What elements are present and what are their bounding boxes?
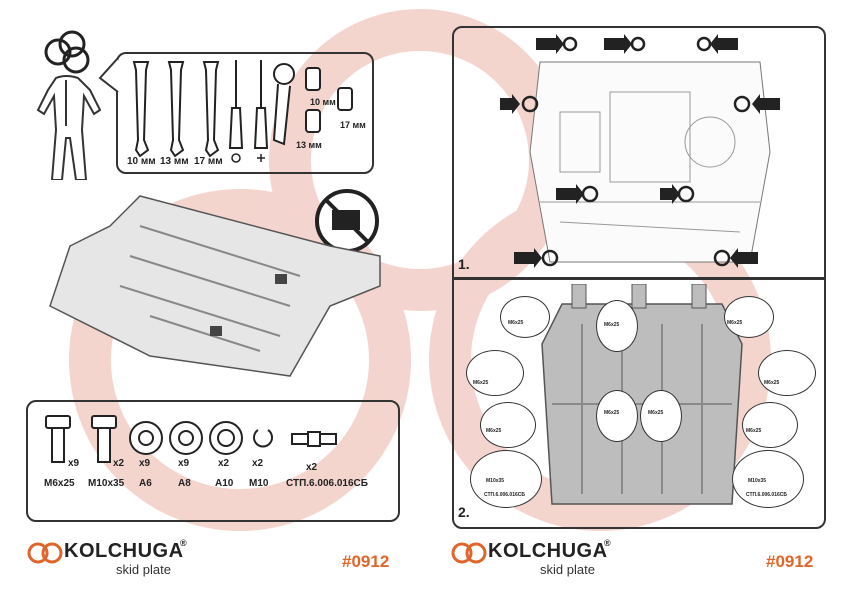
hw-name-bracket: СТП.6.006.016СБ [286, 478, 368, 489]
bubble-top-center [596, 300, 638, 352]
hw-qty-m10: x2 [113, 458, 125, 469]
hw-qty-bracket: x2 [306, 462, 318, 473]
tools-callout-pointer [98, 58, 119, 93]
hw-name-m6: M6x25 [44, 478, 75, 489]
bubble-top-right [724, 296, 774, 338]
bubble-center-2 [640, 390, 682, 442]
hw-name-a6: A6 [139, 478, 152, 489]
bubble-mid-left [466, 350, 524, 396]
hw-name-a10: A10 [215, 478, 234, 489]
bubble-m10-right: M10x35 [748, 478, 767, 484]
hardware-icons [45, 415, 337, 463]
bubble-m6-1: M6x25 [508, 320, 524, 326]
wrench-label-1: 10 мм [127, 156, 156, 167]
bubble-m6-6: M6x25 [604, 410, 620, 416]
bubble-top-left [500, 296, 550, 338]
hw-qty-a8: x9 [178, 458, 190, 469]
step-number-1: 1. [458, 256, 470, 272]
screwdriver-icons [228, 60, 269, 163]
brand-reg-left: ® [180, 538, 187, 548]
hw-qty-nut: x2 [252, 458, 264, 469]
product-code-left: #0912 [342, 552, 390, 571]
step1-panel [452, 26, 826, 280]
hw-name-a8: A8 [178, 478, 191, 489]
kolchuga-logo-icon [27, 542, 63, 564]
bubble-m10-left: M10x35 [486, 478, 505, 484]
wrench-icons [132, 61, 220, 158]
hw-name-m10: M10x35 [88, 478, 125, 489]
kolchuga-logo-icon-right [451, 542, 487, 564]
bubble-m6-4: M6x25 [473, 380, 489, 386]
bubble-bracket-left: СТП.6.006.016СБ [484, 492, 525, 498]
wrench-label-2: 13 мм [160, 156, 189, 167]
wrench-label-3: 17 мм [194, 156, 223, 167]
bubble-low-left [480, 402, 536, 448]
bubble-m6-9: M6x25 [746, 428, 762, 434]
bubble-bottom-left [470, 450, 542, 508]
brand-sub-left: skid plate [116, 562, 171, 577]
bubble-center-1 [596, 390, 638, 442]
bubble-low-right [742, 402, 798, 448]
socket-icons [272, 63, 353, 146]
bubble-mid-right [758, 350, 816, 396]
hw-qty-a6: x9 [139, 458, 151, 469]
brand-reg-right: ® [604, 538, 611, 548]
product-code-right: #0912 [766, 552, 814, 571]
tools-panel [116, 52, 374, 174]
socket-label-17: 17 мм [340, 120, 366, 130]
bubble-m6-7: M6x25 [648, 410, 664, 416]
brand-sub-right: skid plate [540, 562, 595, 577]
skid-plate-drawing [49, 195, 381, 377]
step-number-2: 2. [458, 504, 470, 520]
bubble-bottom-right [732, 450, 804, 508]
hardware-panel [26, 400, 400, 522]
no-engine-icon [315, 189, 379, 253]
bubble-m6-5: M6x25 [764, 380, 780, 386]
bubble-m6-2: M6x25 [604, 322, 620, 328]
engine-bay-drawing [500, 34, 780, 268]
bubble-m6-8: M6x25 [486, 428, 502, 434]
hw-name-nut: M10 [249, 478, 269, 489]
socket-label-13: 13 мм [296, 140, 322, 150]
brand-name-left: KOLCHUGA [64, 540, 184, 562]
bubble-bracket-right: СТП.6.006.016СБ [746, 492, 787, 498]
step2-panel [452, 277, 826, 529]
hw-qty-m6: x9 [68, 458, 80, 469]
hw-qty-a10: x2 [218, 458, 230, 469]
brand-name-right: KOLCHUGA [488, 540, 608, 562]
socket-label-10: 10 мм [310, 97, 336, 107]
bubble-m6-3: M6x25 [727, 320, 743, 326]
mechanic-icon [36, 30, 102, 180]
